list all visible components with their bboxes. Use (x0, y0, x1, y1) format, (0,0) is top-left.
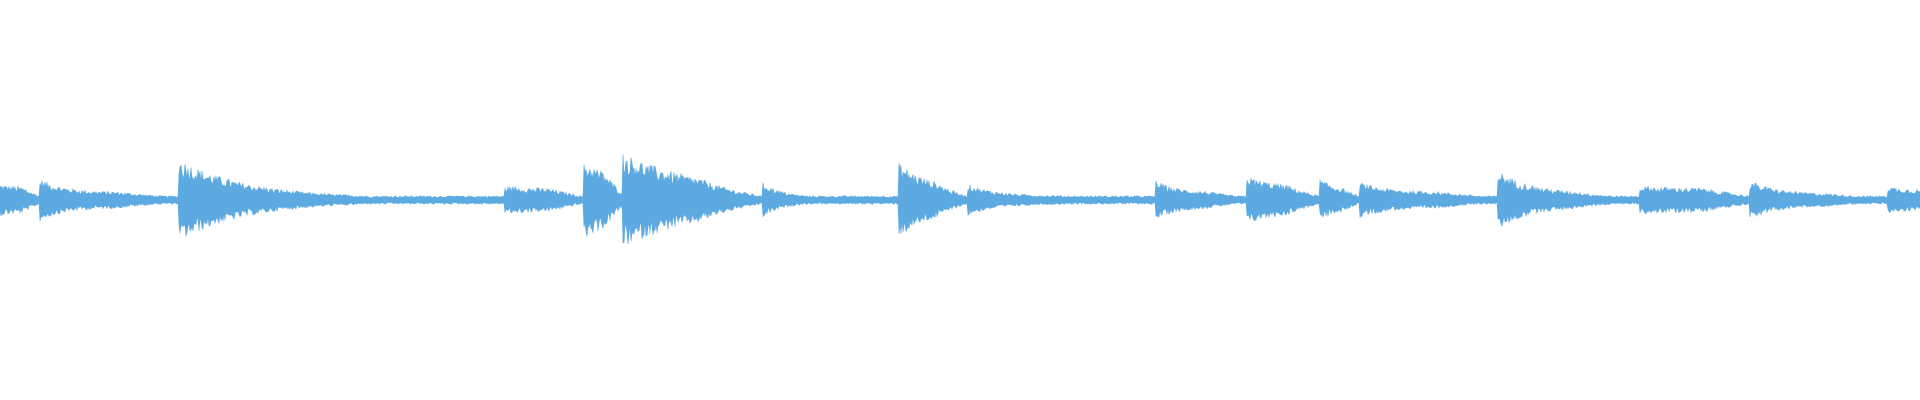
waveform-path (0, 154, 1920, 245)
waveform-layer (0, 154, 1920, 245)
